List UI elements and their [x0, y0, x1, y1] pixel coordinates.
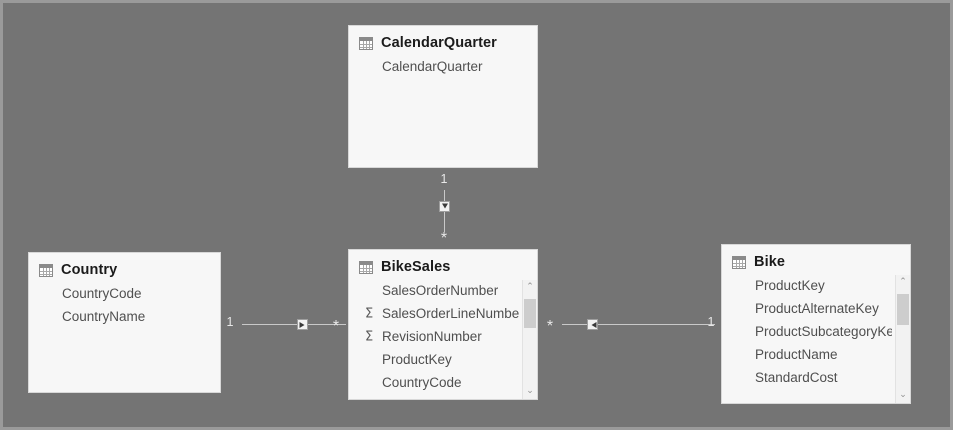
field-row[interactable]: CountryName	[62, 305, 216, 328]
field-row[interactable]: ProductName	[755, 343, 892, 366]
table-header-calendarquarter[interactable]: CalendarQuarter	[349, 26, 537, 55]
cross-filter-direction-icon[interactable]	[439, 201, 450, 212]
relationship-calendarquarter-bikesales[interactable]: 1 *	[428, 170, 460, 248]
field-list-calendarquarter: CalendarQuarter	[349, 55, 537, 78]
relationship-line[interactable]	[242, 324, 346, 325]
field-list-bikesales: SalesOrderNumber Σ SalesOrderLineNumber …	[349, 279, 537, 394]
field-name: SalesOrderLineNumber	[382, 306, 519, 321]
field-row[interactable]: CalendarQuarter	[382, 55, 533, 78]
field-row[interactable]: StandardCost	[755, 366, 892, 389]
cardinality-label-one: 1	[707, 315, 715, 329]
cardinality-label-many: *	[440, 230, 448, 247]
field-row[interactable]: ProductSubcategoryKey	[755, 320, 892, 343]
table-header-country[interactable]: Country	[29, 253, 220, 282]
field-row[interactable]: SalesOrderNumber	[382, 279, 519, 302]
relationship-bikesales-bike[interactable]: * 1	[543, 308, 719, 340]
scroll-up-arrow-icon[interactable]: ⌃	[899, 277, 907, 287]
aggregate-sigma-icon: Σ	[365, 306, 374, 321]
table-title: CalendarQuarter	[381, 35, 497, 51]
field-row[interactable]: CountryCode	[382, 371, 519, 394]
table-grid-icon	[359, 260, 373, 274]
field-name: ProductName	[755, 347, 838, 362]
table-grid-icon	[359, 36, 373, 50]
table-header-bike[interactable]: Bike	[722, 245, 910, 274]
cross-filter-direction-icon[interactable]	[587, 319, 598, 330]
table-grid-icon	[732, 255, 746, 269]
table-title: Country	[61, 262, 118, 278]
cross-filter-direction-icon[interactable]	[297, 319, 308, 330]
table-title: BikeSales	[381, 259, 451, 275]
field-name: ProductSubcategoryKey	[755, 324, 892, 339]
field-name: CountryName	[62, 309, 146, 324]
field-name: CountryCode	[382, 375, 462, 390]
table-card-bike[interactable]: Bike ProductKey ProductAlternateKey Prod…	[721, 244, 911, 404]
cardinality-label-many: *	[332, 318, 340, 335]
field-name: CountryCode	[62, 286, 142, 301]
field-row[interactable]: CountryCode	[62, 282, 216, 305]
table-title: Bike	[754, 254, 786, 270]
relationship-line[interactable]	[562, 324, 715, 325]
cross-filter-arrow-left-icon	[591, 321, 596, 328]
cross-filter-arrow-down-icon	[441, 203, 448, 208]
vertical-scrollbar[interactable]: ⌃ ⌄	[522, 280, 537, 399]
field-name: ProductKey	[382, 352, 452, 367]
vertical-scrollbar[interactable]: ⌃ ⌄	[895, 275, 910, 403]
scroll-down-arrow-icon[interactable]: ⌄	[526, 386, 534, 396]
field-name: ProductKey	[755, 278, 825, 293]
field-row[interactable]: ProductKey	[382, 348, 519, 371]
scrollbar-thumb[interactable]	[524, 299, 536, 328]
field-list-country: CountryCode CountryName	[29, 282, 220, 328]
aggregate-sigma-icon: Σ	[365, 329, 374, 344]
field-row[interactable]: Σ SalesOrderLineNumber	[365, 302, 519, 325]
field-name: RevisionNumber	[382, 329, 482, 344]
field-row[interactable]: ProductKey	[755, 274, 892, 297]
field-name: CalendarQuarter	[382, 59, 483, 74]
field-row[interactable]: Σ RevisionNumber	[365, 325, 519, 348]
cardinality-label-one: 1	[440, 172, 448, 186]
cardinality-label-many: *	[546, 318, 554, 335]
table-header-bikesales[interactable]: BikeSales	[349, 250, 537, 279]
field-name: StandardCost	[755, 370, 838, 385]
field-list-bike: ProductKey ProductAlternateKey ProductSu…	[722, 274, 910, 389]
field-row[interactable]: ProductAlternateKey	[755, 297, 892, 320]
table-grid-icon	[39, 263, 53, 277]
scroll-down-arrow-icon[interactable]: ⌄	[899, 390, 907, 400]
cross-filter-arrow-right-icon	[299, 321, 304, 328]
cardinality-label-one: 1	[226, 315, 234, 329]
relationship-country-bikesales[interactable]: 1 *	[222, 308, 350, 340]
table-card-country[interactable]: Country CountryCode CountryName	[28, 252, 221, 393]
scroll-up-arrow-icon[interactable]: ⌃	[526, 282, 534, 292]
field-name: ProductAlternateKey	[755, 301, 879, 316]
table-card-bikesales[interactable]: BikeSales SalesOrderNumber Σ SalesOrderL…	[348, 249, 538, 400]
table-card-calendarquarter[interactable]: CalendarQuarter CalendarQuarter	[348, 25, 538, 168]
scrollbar-thumb[interactable]	[897, 294, 909, 325]
field-name: SalesOrderNumber	[382, 283, 499, 298]
